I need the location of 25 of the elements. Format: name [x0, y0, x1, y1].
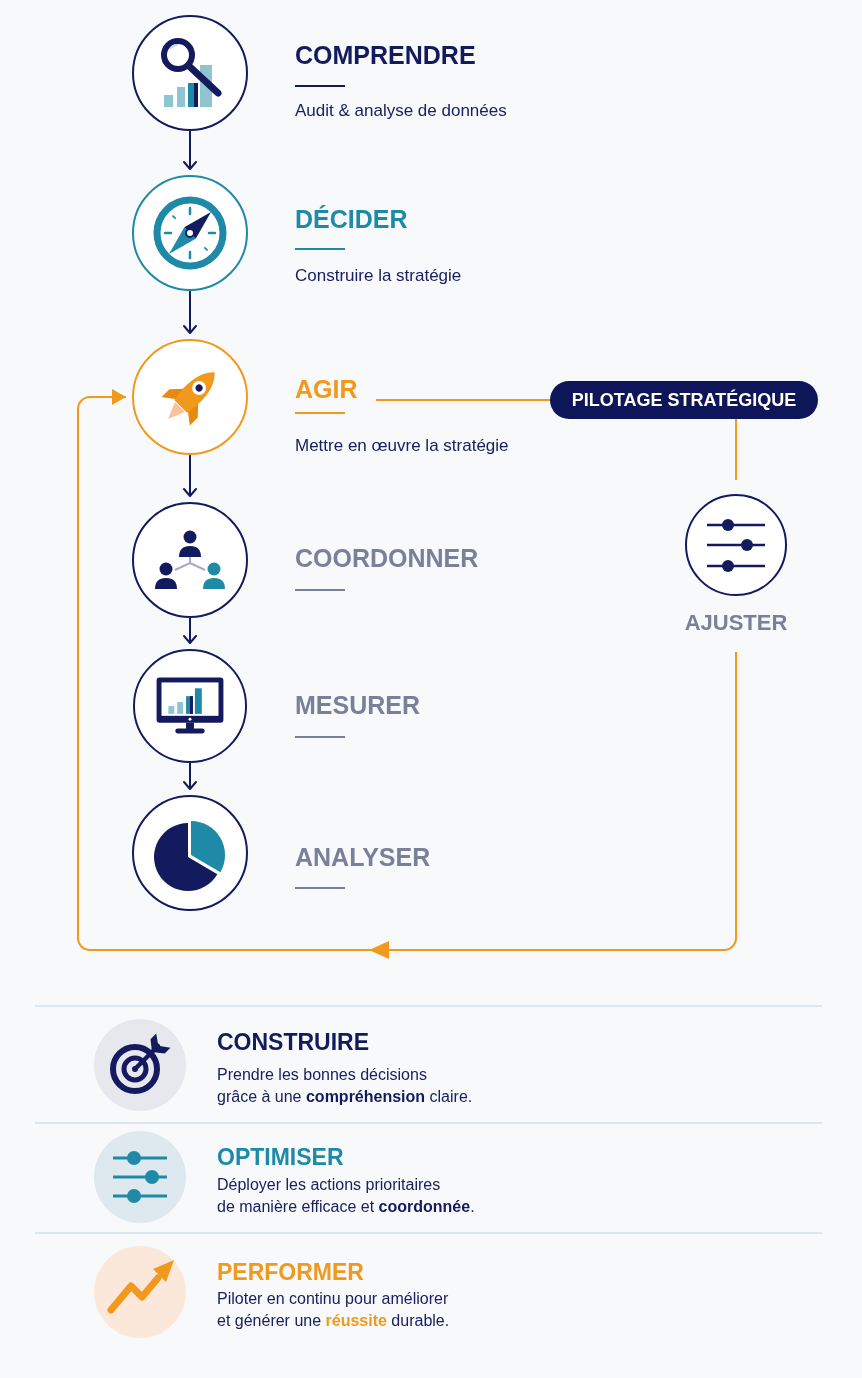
step-title: MESURER [295, 690, 420, 720]
arrow [183, 290, 197, 334]
section-description: Déployer les actions prioritaires de manière efficace et coordonnée. [217, 1175, 475, 1217]
section-title: CONSTRUIRE [217, 1028, 370, 1056]
step-description: Mettre en œuvre la stratégie [295, 434, 509, 457]
section-description: Piloter en continu pour améliorer et générer une réussite durable. [217, 1289, 450, 1331]
arrow [183, 762, 197, 790]
step-title: DÉCIDER [295, 204, 408, 234]
arrow [183, 130, 197, 170]
step-title: COORDONNER [295, 543, 479, 573]
arrow [183, 617, 197, 644]
step-title: ANALYSER [295, 842, 431, 872]
title-pill: PILOTAGE STRATÉGIQUE [550, 381, 818, 419]
connector-line [375, 399, 551, 401]
step-title: AGIR [295, 374, 358, 404]
arrow [77, 389, 737, 951]
step-title: AJUSTER [683, 610, 789, 636]
section-title: PERFORMER [217, 1258, 364, 1286]
arrow [183, 454, 197, 497]
section-description: Prendre les bonnes décisions grâce à une compréhension claire. [217, 1065, 473, 1107]
connector-line [735, 418, 737, 481]
section-title: OPTIMISER [217, 1143, 344, 1171]
step-title: COMPRENDRE [295, 40, 476, 70]
step-description: Construire la stratégie [295, 264, 462, 287]
step-description: Audit & analyse de données [295, 99, 507, 122]
